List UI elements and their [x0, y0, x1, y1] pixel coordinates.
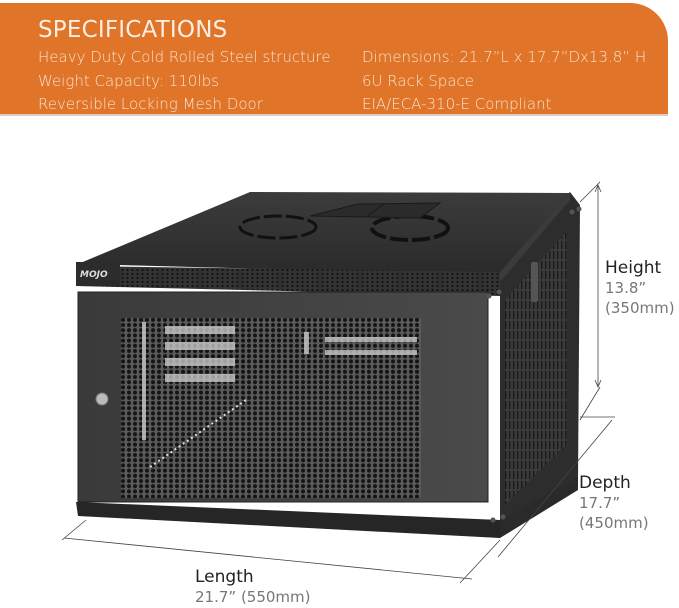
spec-item: Heavy Duty Cold Rolled Steel structure	[38, 48, 331, 66]
depth-label: Depth	[579, 473, 631, 493]
length-value: 21.7” (550mm)	[195, 588, 311, 606]
length-dimension: Length 21.7” (550mm)	[195, 567, 311, 607]
spec-item: Weight Capacity: 110lbs	[38, 71, 219, 90]
spec-item: 6U Rack Space	[362, 71, 474, 90]
specifications-banner: SPECIFICATIONS Heavy Duty Cold Rolled St…	[0, 3, 668, 116]
fan-cutout-left	[238, 214, 318, 240]
height-dimension: Height 13.8” (350mm)	[605, 258, 675, 318]
interior-rails	[142, 322, 417, 440]
side-vents	[505, 232, 566, 505]
depth-metric: (450mm)	[579, 514, 649, 532]
spec-list-right: Dimensions: 21.7”L x 17.7”Dx13.8” H 6U R…	[362, 46, 646, 117]
mojo-logo: MOJO	[80, 270, 108, 280]
height-metric: (350mm)	[605, 299, 675, 317]
front-top-lip	[76, 266, 500, 296]
spec-item: Reversible Locking Mesh Door	[38, 95, 263, 113]
bottom-rail	[76, 502, 500, 538]
specifications-title: SPECIFICATIONS	[38, 17, 228, 43]
dimension-lines	[61, 181, 615, 584]
height-label: Height	[605, 258, 662, 278]
depth-imperial: 17.7”	[579, 494, 621, 512]
cabinet-top	[78, 192, 570, 275]
spec-item: EIA/ECA-310-E Compliant	[362, 95, 552, 113]
spec-list-left: Heavy Duty Cold Rolled Steel structure W…	[38, 46, 331, 117]
spec-item: Dimensions: 21.7”L x 17.7”Dx13.8” H	[362, 48, 647, 66]
door-lock-icon	[95, 392, 109, 406]
height-imperial: 13.8”	[605, 279, 647, 297]
length-label: Length	[195, 567, 254, 587]
rack-cabinet-image: MOJO	[61, 181, 615, 584]
side-lock-handle	[531, 262, 538, 302]
depth-dimension: Depth 17.7” (450mm)	[579, 473, 649, 533]
